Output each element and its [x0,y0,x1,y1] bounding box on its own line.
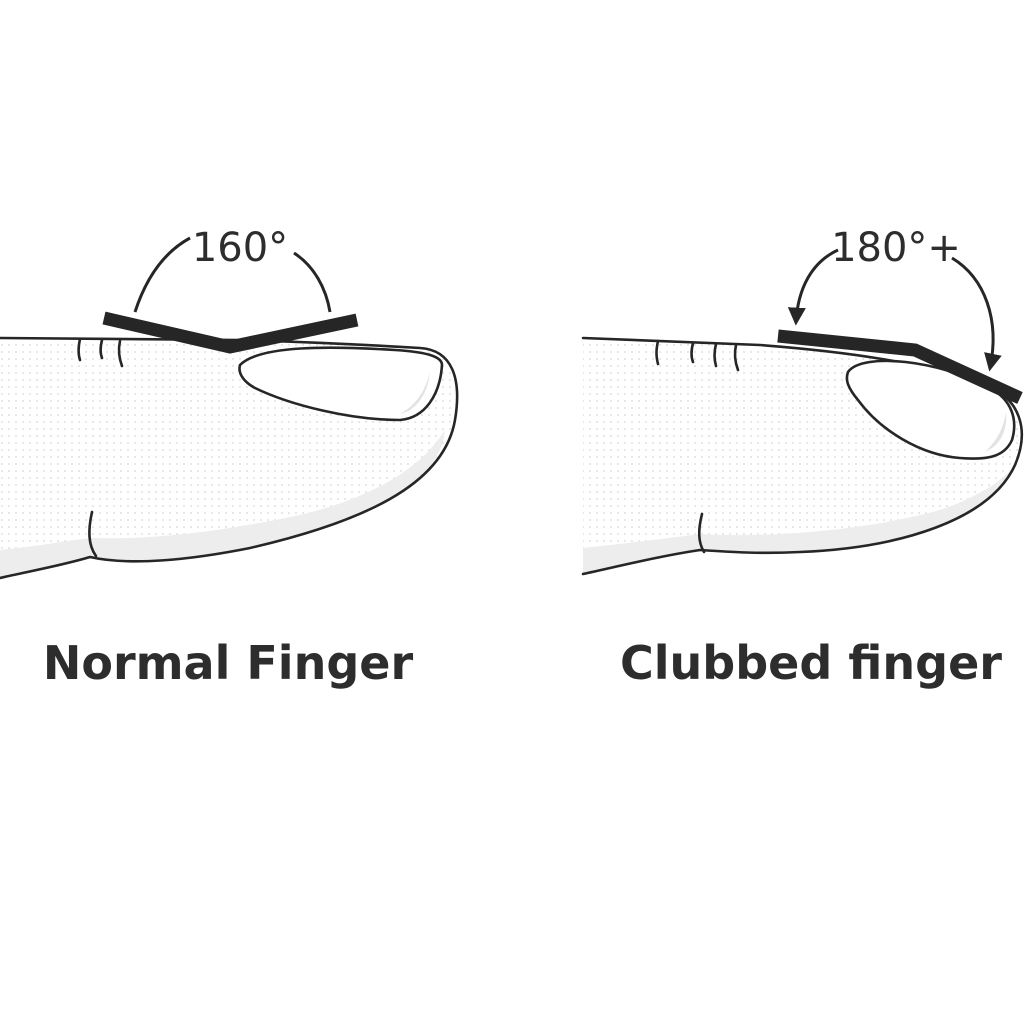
clubbed-angle-bar-icon [777,329,1023,404]
normal-angle-label: 160° [192,225,288,271]
clubbed-finger-panel: 180°+ Clubbed finger [581,225,1023,690]
normal-finger-caption: Normal Finger [43,636,414,690]
clubbed-finger-crease-1 [655,339,660,366]
normal-finger-shade [0,430,445,578]
normal-finger-illustration [0,336,459,580]
clubbed-finger-nail [845,359,1016,460]
clubbed-finger-nail-shine [985,412,1007,452]
normal-finger-crease-1 [77,337,82,362]
clubbed-angle-label: 180°+ [831,225,961,271]
clubbed-finger-shade [583,465,1015,574]
clubbed-right-curved-arrow-icon [951,256,1002,372]
normal-finger-nail-shine [400,372,430,414]
clubbed-finger-caption: Clubbed finger [620,636,1002,690]
normal-angle-arc-right [293,251,332,313]
normal-finger-panel: 160° Normal Finger [0,225,459,690]
clubbed-finger-knuckle-crease [697,512,706,554]
normal-finger-outline [0,336,459,580]
normal-finger-knuckle-crease [88,510,98,558]
normal-angle-arc [133,236,191,313]
clubbed-finger-illustration [581,336,1023,576]
normal-angle-bar-icon [102,311,359,354]
normal-finger-nail [238,346,444,422]
clubbed-finger-crease-2 [690,341,695,364]
normal-finger-crease-2 [99,338,104,360]
clubbed-left-curved-arrow-icon [787,248,839,326]
clubbed-finger-crease-3 [713,342,718,368]
clubbed-finger-crease-4 [733,343,740,372]
normal-finger-crease-3 [117,339,124,368]
